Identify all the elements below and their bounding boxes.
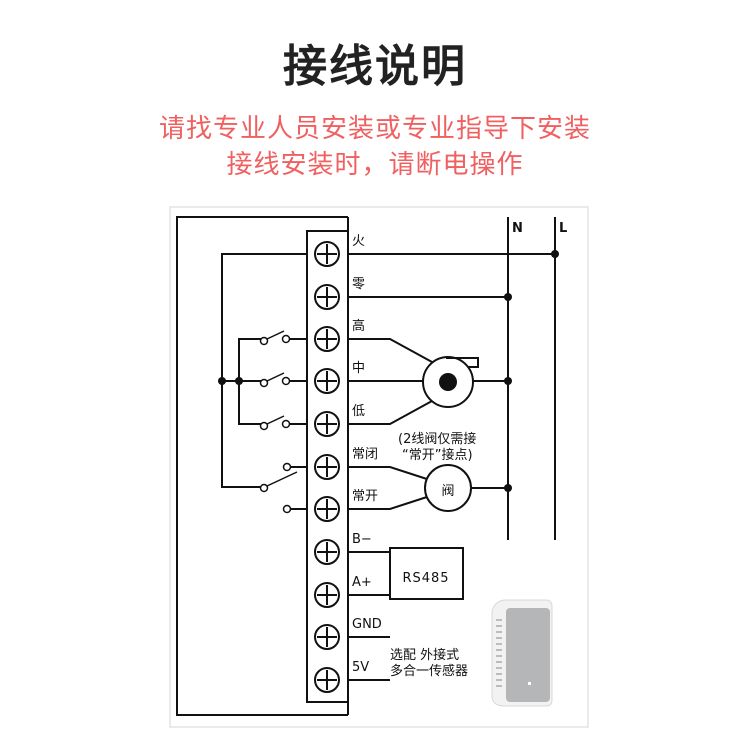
warning-line-1: 请找专业人员安装或专业指导下安装 [158,114,591,144]
rs485-label: RS485 [402,571,449,586]
junction-dot [551,250,559,258]
terminal-label: 常闭 [352,447,378,462]
page-title: 接线说明 [283,41,467,92]
terminal-screw: 火 [314,234,365,267]
terminal-label: 高 [352,318,365,334]
valve-note-line-1: (2线阀仅需接 [398,431,476,447]
terminal-screw: 低 [314,404,365,437]
junction-dot [218,377,226,385]
terminal-label: 零 [352,277,365,292]
controller-outline [176,216,348,716]
fan-motor [348,338,512,425]
terminal-label: 中 [352,361,365,376]
junction-dot [235,377,243,385]
terminal-label: 5V [352,660,369,675]
neutral-label: N [512,221,523,236]
fan-icon [439,373,457,391]
terminal-label: 低 [352,404,365,419]
valve-switch [259,462,307,514]
terminal-label: 火 [352,234,365,249]
terminal-screw: 5V [314,660,369,693]
valve-label: 阀 [441,484,454,499]
terminal-label: 常开 [352,489,378,504]
valve-note-line-2: “常开”接点) [402,447,473,463]
sensor-device-image [491,599,553,707]
terminal-label: GND [352,617,382,632]
sensor-note-line-2: 多合一传感器 [390,663,468,679]
diagram-frame [169,206,589,728]
terminal-label: A+ [352,575,372,590]
warning-line-2: 接线安装时，请断电操作 [226,150,524,180]
terminal-screw: 中 [314,361,365,394]
terminal-screw: GND [314,617,382,650]
sensor-note-line-1: 选配 外接式 [390,647,459,663]
terminal-screw: B− [314,532,372,565]
valve: 阀 [348,464,512,512]
terminal-screw: 零 [314,277,365,310]
terminal-screw: A+ [314,575,372,608]
rs485-module: RS485 [348,547,464,600]
terminal-label: B− [352,532,372,547]
junction-dot [504,293,512,301]
terminal-screw: 常闭 [314,447,378,480]
speed-switches [259,330,307,431]
terminal-screw: 高 [314,318,365,352]
live-label: L [559,221,567,236]
terminal-screw: 常开 [314,489,378,522]
